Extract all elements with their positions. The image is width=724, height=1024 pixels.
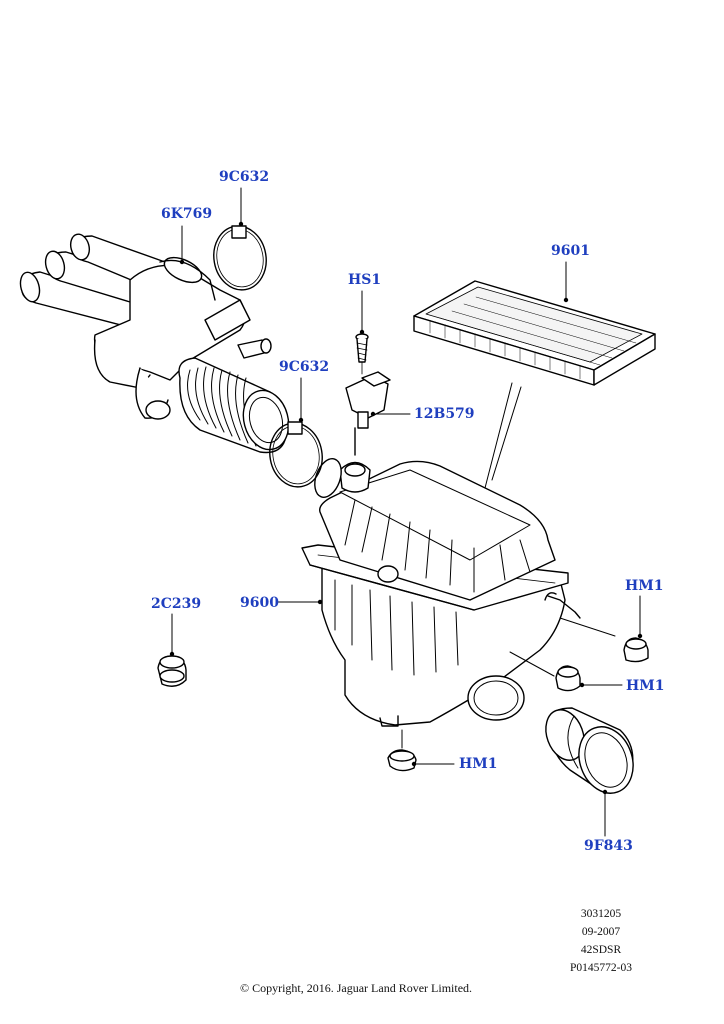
label-hm1-mid[interactable]: HM1 xyxy=(626,678,665,694)
grommet-hm1-bottom[interactable] xyxy=(387,749,417,772)
air-filter-element[interactable] xyxy=(413,280,656,386)
leader-lines xyxy=(171,187,641,837)
grommet-hm1-mid[interactable] xyxy=(555,665,581,692)
footer-code-line-3: 42SDSR xyxy=(580,944,622,956)
air-intake-resonator[interactable] xyxy=(17,232,272,420)
label-2c239[interactable]: 2C239 xyxy=(151,596,202,612)
label-9f843[interactable]: 9F843 xyxy=(584,838,633,854)
grommet-2c239[interactable] xyxy=(157,655,187,687)
label-hm1-bottom[interactable]: HM1 xyxy=(459,756,498,772)
copyright-notice: © Copyright, 2016. Jaguar Land Rover Lim… xyxy=(239,981,473,995)
hose-clamp-lower[interactable] xyxy=(265,419,327,491)
label-hm1-right[interactable]: HM1 xyxy=(625,578,664,594)
leader-dots xyxy=(169,221,643,795)
label-9601[interactable]: 9601 xyxy=(551,243,590,259)
label-9c632-mid[interactable]: 9C632 xyxy=(279,359,330,375)
hose-clamp-upper[interactable] xyxy=(209,222,271,294)
footer-code-line-1: 3031205 xyxy=(580,908,622,920)
label-hs1[interactable]: HS1 xyxy=(348,272,382,288)
screw-hs1[interactable] xyxy=(355,333,369,375)
mass-air-flow-sensor[interactable] xyxy=(345,371,391,456)
intake-hose[interactable] xyxy=(178,357,295,455)
footer-code-line-2: 09-2007 xyxy=(581,926,621,938)
label-6k769[interactable]: 6K769 xyxy=(161,206,213,222)
label-9c632-top[interactable]: 9C632 xyxy=(219,169,270,185)
label-12b579[interactable]: 12B579 xyxy=(414,406,475,422)
footer-code-line-4: P0145772-03 xyxy=(570,962,632,974)
label-9600[interactable]: 9600 xyxy=(240,595,279,611)
grommet-hm1-right[interactable] xyxy=(623,637,649,663)
outlet-duct[interactable] xyxy=(539,704,642,800)
air-cleaner-housing[interactable] xyxy=(301,455,581,727)
